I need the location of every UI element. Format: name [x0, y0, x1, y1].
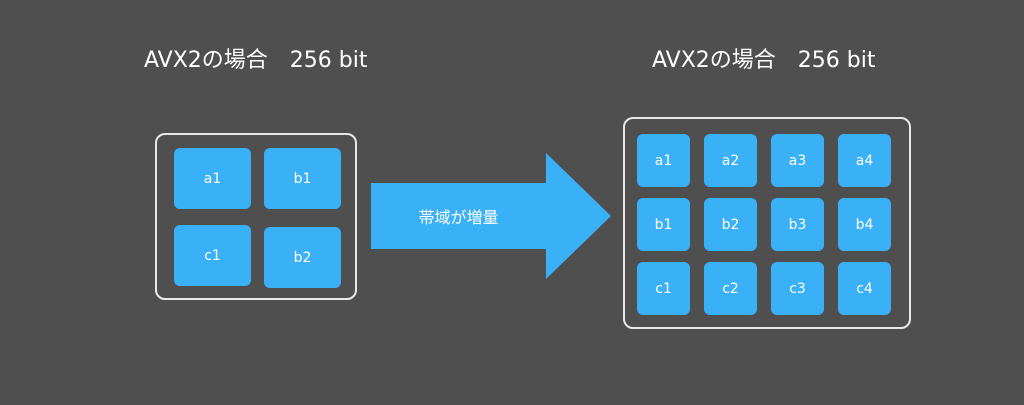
right-cell: c4 [838, 262, 891, 315]
left-title: AVX2の場合 256 bit [144, 48, 368, 73]
right-cell: b2 [704, 198, 757, 251]
right-cell: a3 [771, 134, 824, 187]
right-cell: a1 [637, 134, 690, 187]
left-cell: a1 [174, 148, 251, 209]
bandwidth-arrow [371, 153, 611, 279]
right-cell: c3 [771, 262, 824, 315]
right-cell: a4 [838, 134, 891, 187]
right-cell: c2 [704, 262, 757, 315]
left-cell: c1 [174, 225, 251, 286]
left-cell: b2 [264, 227, 341, 288]
right-cell: c1 [637, 262, 690, 315]
right-cell: b1 [637, 198, 690, 251]
right-cell: b3 [771, 198, 824, 251]
right-register-frame [623, 117, 911, 329]
left-cell: b1 [264, 148, 341, 209]
right-title: AVX2の場合 256 bit [652, 48, 876, 73]
left-register-frame [155, 133, 357, 300]
right-cell: b4 [838, 198, 891, 251]
right-cell: a2 [704, 134, 757, 187]
arrow-label: 帯域が増量 [418, 208, 499, 227]
